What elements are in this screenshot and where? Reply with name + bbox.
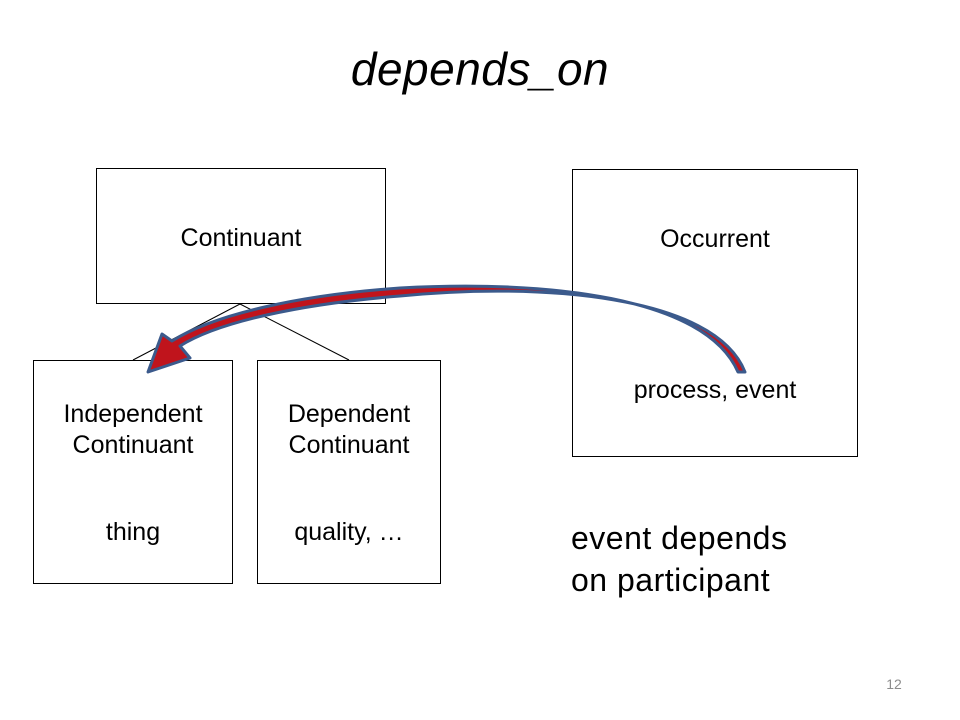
- independent-label-line2: Continuant: [72, 431, 194, 460]
- dependent-label-line1: Dependent: [287, 400, 411, 428]
- occurrent-examples: process, event: [633, 376, 797, 404]
- dependent-label-line2: Continuant: [288, 431, 410, 460]
- continuant-label: Continuant: [180, 224, 302, 252]
- independent-label-line1: Independent: [63, 400, 203, 428]
- page-title: depends_on: [350, 43, 610, 95]
- page-number: 12: [886, 676, 902, 692]
- continuant-box: Continuant: [96, 168, 386, 304]
- independent-continuant-box: Independent Continuant thing: [33, 360, 233, 584]
- curved-arrow-icon: [146, 284, 747, 374]
- dependent-continuant-box: Dependent Continuant quality, …: [257, 360, 441, 584]
- occurrent-box: Occurrent process, event: [572, 169, 858, 457]
- dependent-examples: quality, …: [294, 518, 404, 546]
- annotation-note: event depends on participant: [571, 518, 931, 601]
- independent-examples: thing: [105, 518, 161, 546]
- independent-continuant-label: Independent Continuant: [34, 399, 232, 462]
- dependent-continuant-label: Dependent Continuant: [258, 399, 440, 462]
- note-line2: on participant: [571, 561, 771, 598]
- note-line1: event depends: [571, 520, 788, 556]
- occurrent-label: Occurrent: [660, 225, 770, 253]
